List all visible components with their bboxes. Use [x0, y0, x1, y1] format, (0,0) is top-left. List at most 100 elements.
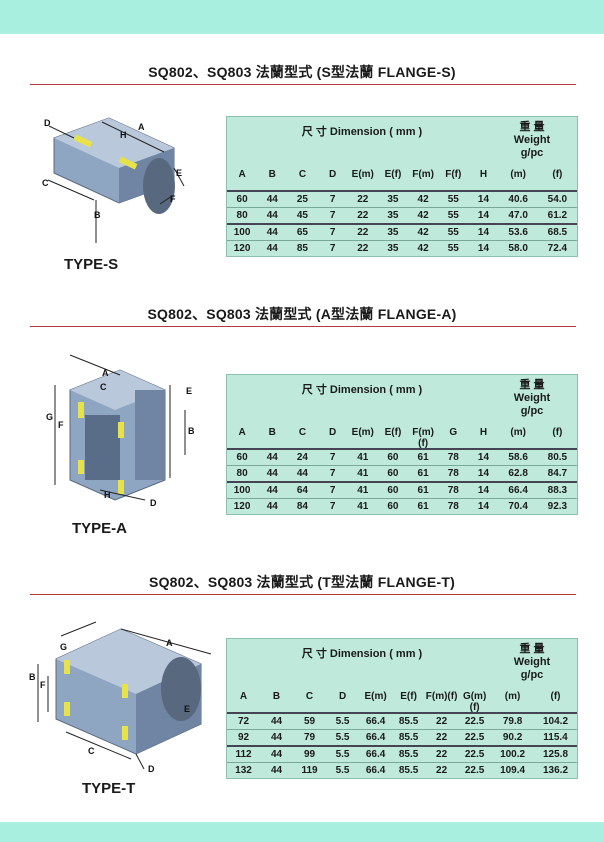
- table-cell: 112: [235, 749, 252, 760]
- table-cell: 61: [417, 501, 429, 512]
- table-cell: 22: [436, 732, 448, 743]
- column-header: E(f): [400, 691, 417, 702]
- table-cell: 120: [233, 501, 251, 512]
- column-header: A: [239, 691, 248, 702]
- bottom-band: [0, 822, 604, 842]
- table-cell: 22.5: [464, 732, 485, 743]
- table-cell: 7: [329, 194, 336, 205]
- table-cell: 14: [477, 227, 490, 238]
- dim-label-b: B: [188, 426, 195, 436]
- column-header: D: [328, 427, 337, 438]
- table-cell: 55: [447, 243, 459, 254]
- table-cell: 132: [235, 765, 252, 776]
- weight-header: 重 量 Weight g/pc: [497, 643, 567, 682]
- table-cell: 60: [387, 452, 399, 463]
- table-cell: 14: [477, 485, 490, 496]
- weight-header-unit: g/pc: [520, 669, 544, 681]
- table-cell: 88.3: [547, 485, 568, 496]
- section-title: SQ802、SQ803 法蘭型式 (A型法蘭 FLANGE-A): [147, 306, 457, 322]
- table-cell: 66.4: [365, 749, 386, 760]
- table-cell: 85.5: [398, 749, 419, 760]
- table-cell: 84: [296, 501, 308, 512]
- table-cell: 44: [270, 716, 283, 727]
- table-cell: 60: [236, 194, 248, 205]
- section-flange-t: SQ802、SQ803 法蘭型式 (T型法蘭 FLANGE-T) G A B F…: [0, 0, 604, 797]
- table-cell: 7: [329, 227, 336, 238]
- weight-header-en: Weight: [513, 656, 551, 668]
- table-cell: 58.0: [508, 243, 528, 254]
- table-cell: 92.3: [547, 501, 568, 512]
- title-rule: [30, 84, 576, 85]
- table-cell: 78: [447, 452, 459, 463]
- column-header: D: [338, 691, 347, 702]
- column-header: E(m): [364, 691, 387, 702]
- table-cell: 14: [477, 243, 490, 254]
- dim-label-d: D: [44, 118, 51, 128]
- table-cell: 60: [236, 452, 248, 463]
- column-header: (m): [510, 169, 526, 180]
- dim-label-e: E: [186, 386, 192, 396]
- table-cell: 109.4: [500, 765, 526, 776]
- table-cell: 22: [357, 210, 369, 221]
- table-cell: 35: [387, 227, 399, 238]
- column-header: E(f): [384, 169, 402, 180]
- title-rule: [30, 594, 576, 595]
- table-cell: 47.0: [508, 210, 528, 221]
- type-label: TYPE-T: [82, 780, 136, 797]
- table-cell: 80.5: [547, 452, 568, 463]
- table-cell: 44: [266, 468, 278, 479]
- table-cell: 25: [296, 194, 308, 205]
- table-cell: 42: [417, 210, 429, 221]
- weight-header: 重 量 Weight g/pc: [497, 379, 567, 418]
- table-cell: 41: [357, 501, 369, 512]
- table-cell: 22: [436, 716, 448, 727]
- weight-header-unit: g/pc: [520, 147, 544, 159]
- section-flange-a: SQ802、SQ803 法蘭型式 (A型法蘭 FLANGE-A) A C E G…: [0, 0, 604, 537]
- column-header: (f): [550, 691, 561, 702]
- dim-label-a: A: [138, 122, 145, 132]
- table-cell: 55: [447, 194, 459, 205]
- table-cell: 22.5: [464, 716, 485, 727]
- table-cell: 78: [447, 485, 459, 496]
- column-header: B: [272, 691, 281, 702]
- dim-label-f: F: [58, 420, 64, 430]
- table-cell: 5.5: [335, 732, 350, 743]
- table-cell: 85.5: [398, 765, 419, 776]
- table-cell: 42: [417, 243, 429, 254]
- dim-label-d: D: [150, 498, 157, 508]
- table-cell: 136.2: [542, 765, 569, 776]
- weight-header-en: Weight: [513, 392, 551, 404]
- table-cell: 14: [477, 210, 490, 221]
- dim-label-a: A: [102, 368, 109, 378]
- dim-label-e: E: [184, 704, 190, 714]
- table-cell: 104.2: [542, 716, 569, 727]
- table-cell: 115.4: [543, 732, 568, 743]
- dim-label-b: B: [94, 210, 101, 220]
- flange-t-diagram: G A B F E C D: [26, 614, 216, 781]
- table-cell: 7: [329, 501, 336, 512]
- table-cell: 59: [303, 716, 316, 727]
- table-cell: 7: [329, 485, 336, 496]
- table-cell: 100: [233, 485, 251, 496]
- section-title: SQ802、SQ803 法蘭型式 (T型法蘭 FLANGE-T): [149, 574, 455, 590]
- table-cell: 120: [233, 243, 251, 254]
- column-header: F(f): [445, 169, 462, 180]
- table-cell: 100: [233, 227, 251, 238]
- dimension-header: 尺 寸 Dimension ( mm ): [301, 648, 423, 660]
- column-header: F(m): [412, 169, 434, 180]
- table-cell: 61: [417, 468, 429, 479]
- column-header: (m): [504, 691, 521, 702]
- flange-s-diagram: D A H C E F B: [34, 108, 204, 258]
